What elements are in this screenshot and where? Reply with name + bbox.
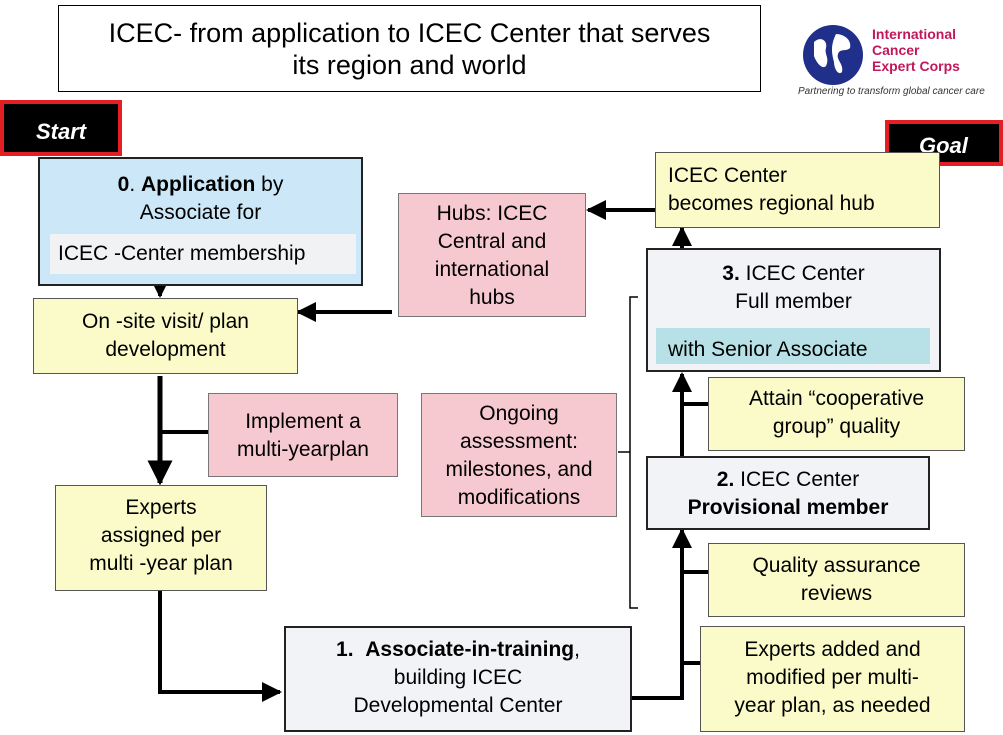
experts-added-line-1: Experts added and <box>744 638 921 661</box>
node-full: 3. ICEC Center Full member with Senior A… <box>646 248 941 372</box>
full-rest: ICEC Center <box>739 262 865 285</box>
application-sub-text: ICEC -Center membership <box>58 242 306 265</box>
cooperative-line-2: group” quality <box>772 415 901 438</box>
associate-rest: , <box>574 638 580 661</box>
implement-line-1: Implement a <box>245 410 361 433</box>
application-line-2: Associate for <box>139 201 262 224</box>
experts-added-line-2: modified per multi- <box>746 666 919 689</box>
arrow-associate-to-provisional <box>632 528 692 700</box>
hubs-line-2: Central and <box>437 230 547 253</box>
associate-heading: 1. Associate-in-training, <box>286 636 630 664</box>
qa-line-1: Quality assurance <box>752 554 921 577</box>
experts-line-2: assigned per <box>100 524 222 547</box>
qa-line-2: reviews <box>800 582 873 605</box>
full-number: 3. <box>722 262 740 285</box>
ongoing-line-4: modifications <box>457 486 581 509</box>
provisional-heading: 2. ICEC Center <box>648 466 928 494</box>
associate-number: 1. <box>336 638 354 661</box>
associate-bold: Associate-in-training <box>365 638 575 661</box>
node-onsite: On -site visit/ plan development <box>33 298 298 374</box>
ongoing-line-3: milestones, and <box>445 458 593 481</box>
node-regional: ICEC Center becomes regional hub <box>655 152 940 228</box>
start-tag: Start <box>0 100 122 156</box>
start-label: Start <box>36 119 87 144</box>
page-title: ICEC- from application to ICEC Center th… <box>108 17 711 80</box>
regional-line-1: ICEC Center <box>668 164 788 187</box>
hubs-line-3: international <box>434 258 550 281</box>
node-cooperative: Attain “cooperative group” quality <box>708 377 965 451</box>
experts-added-line-3: year plan, as needed <box>734 694 931 717</box>
experts-line-1: Experts <box>125 496 197 519</box>
globe-icon <box>803 25 863 85</box>
node-associate: 1. Associate-in-training, building ICEC … <box>284 626 632 732</box>
provisional-number: 2. <box>716 468 735 491</box>
application-number: 0 <box>117 173 130 196</box>
icec-logo: International Cancer Expert Corps Partne… <box>790 12 1000 102</box>
hubs-line-4: hubs <box>469 286 515 309</box>
full-sub-text: with Senior Associate <box>668 338 868 361</box>
associate-line-2: building ICEC <box>393 666 523 689</box>
onsite-line-1: On -site visit/ plan <box>82 310 249 333</box>
application-rest: by <box>255 173 284 196</box>
title-box: ICEC- from application to ICEC Center th… <box>58 5 761 92</box>
full-heading: 3. ICEC Center <box>648 260 939 288</box>
node-provisional: 2. ICEC Center Provisional member <box>646 456 930 530</box>
ongoing-line-2: assessment: <box>460 430 578 453</box>
logo-line-3: Expert Corps <box>872 58 960 74</box>
logo-wordmark: International Cancer Expert Corps <box>872 26 960 74</box>
node-ongoing: Ongoing assessment: milestones, and modi… <box>421 393 617 517</box>
application-heading: 0. Application by <box>40 171 361 199</box>
arrow-experts-to-associate <box>158 591 282 702</box>
node-experts: Experts assigned per multi -year plan <box>55 485 267 591</box>
regional-line-2: becomes regional hub <box>668 192 875 215</box>
hubs-line-1: Hubs: ICEC <box>436 202 548 225</box>
experts-line-3: multi -year plan <box>89 552 233 575</box>
provisional-rest: ICEC Center <box>734 468 860 491</box>
assessment-bracket <box>629 296 638 609</box>
node-application: 0. Application by Associate for ICEC -Ce… <box>38 157 363 286</box>
cooperative-line-1: Attain “cooperative <box>748 387 925 410</box>
logo-tagline: Partnering to transform global cancer ca… <box>798 86 985 97</box>
full-sub: with Senior Associate <box>656 328 930 364</box>
application-sep: . <box>129 173 141 196</box>
node-implement: Implement a multi-yearplan <box>208 393 398 477</box>
logo-line-1: International <box>872 26 957 42</box>
implement-line-2: multi-yearplan <box>237 438 369 461</box>
application-sub: ICEC -Center membership <box>50 234 356 274</box>
associate-line-3: Developmental Center <box>353 694 563 717</box>
node-experts-added: Experts added and modified per multi- ye… <box>700 626 965 732</box>
logo-line-2: Cancer <box>872 42 920 58</box>
provisional-line-2: Provisional member <box>687 496 889 519</box>
node-qa: Quality assurance reviews <box>708 543 965 617</box>
application-bold: Application <box>141 173 256 196</box>
ongoing-line-1: Ongoing <box>479 402 559 425</box>
node-hubs: Hubs: ICEC Central and international hub… <box>398 193 586 317</box>
full-line-2: Full member <box>735 290 852 313</box>
onsite-line-2: development <box>105 338 226 361</box>
